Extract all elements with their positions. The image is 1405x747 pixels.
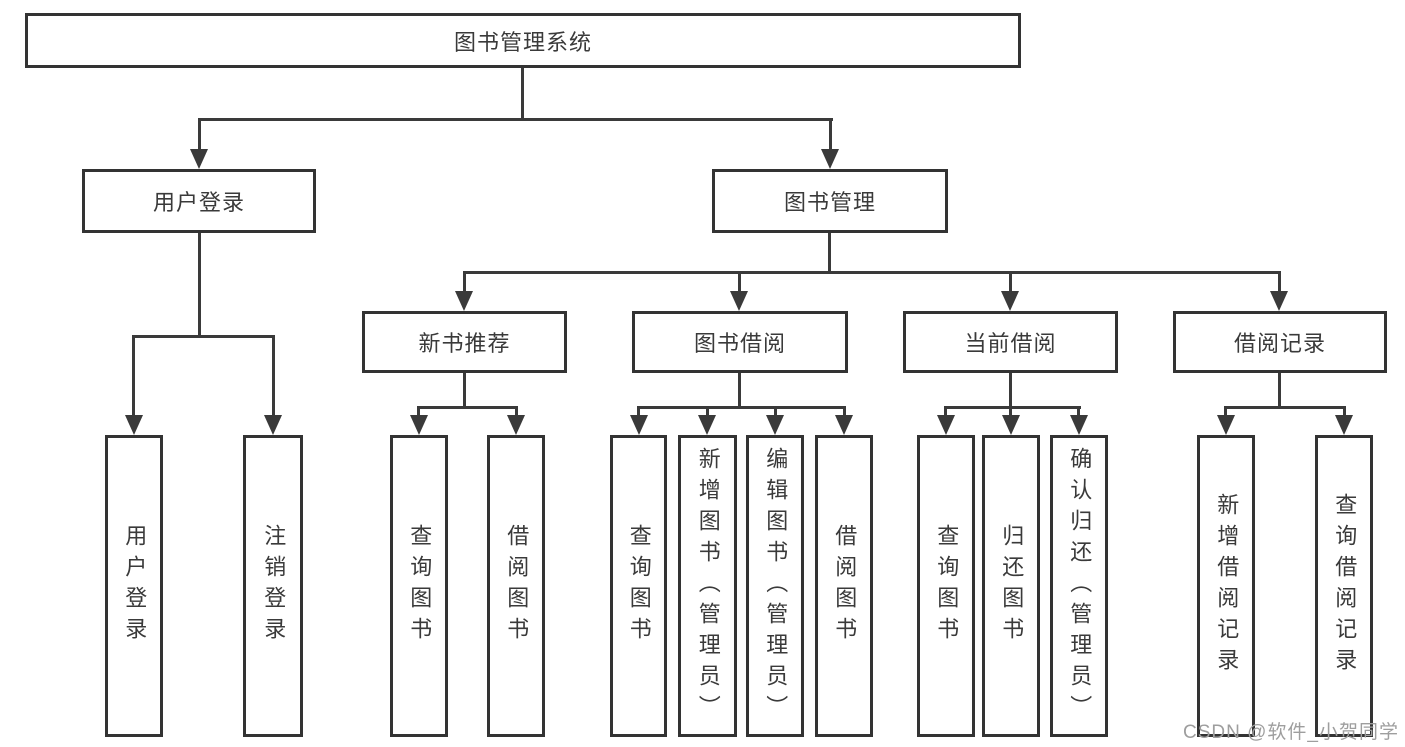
leaf-label: 用户登录 [122,524,148,648]
leaf-return-books: 归还图书 [982,435,1040,737]
leaf-label: 查询图书 [626,524,652,648]
leaf-label: 借阅图书 [504,524,530,648]
connector-drop [463,271,466,293]
leaf-add-books-admin: 新增图书（管理员） [678,435,737,737]
connector-stem [738,373,741,409]
arrowhead-down-icon [630,415,648,435]
leaf-query-books-borrowing: 查询图书 [610,435,667,737]
node-book-management: 图书管理 [712,169,948,233]
arrowhead-down-icon [125,415,143,435]
leaf-label: 查询图书 [934,524,960,648]
node-label: 图书管理 [783,190,876,215]
leaf-logout: 注销登录 [243,435,303,737]
csdn-watermark: CSDN @软件_小贺同学 [1183,722,1399,743]
arrowhead-down-icon [1001,291,1019,311]
connector-bar [637,406,846,409]
connector-drop [132,335,135,417]
node-label: 用户登录 [152,190,245,215]
arrowhead-down-icon [730,291,748,311]
connector-bar [417,406,518,409]
connector-book-mgmt-stem [828,233,831,274]
arrowhead-down-icon [937,415,955,435]
node-library-management-system: 图书管理系统 [25,13,1021,68]
leaf-borrow-books-recommend: 借阅图书 [487,435,545,737]
node-label: 当前借阅 [964,331,1057,356]
leaf-query-books-recommend: 查询图书 [390,435,448,737]
node-label: 借阅记录 [1233,331,1326,356]
leaf-query-borrow-record: 查询借阅记录 [1315,435,1373,737]
leaf-label: 查询图书 [407,524,433,648]
connector-drop [1009,271,1012,293]
leaf-label: 查询借阅记录 [1332,493,1358,679]
node-borrowing-records: 借阅记录 [1173,311,1387,373]
connector-drop [944,406,947,418]
arrowhead-down-icon [1335,415,1353,435]
leaf-confirm-return-admin: 确认归还（管理员） [1050,435,1108,737]
connector-drop [843,406,846,418]
connector-user-login-bar [132,335,275,338]
connector-drop [1077,406,1080,418]
leaf-label: 归还图书 [999,524,1025,648]
arrowhead-down-icon [1002,415,1020,435]
leaf-label: 新增图书（管理员） [695,446,721,726]
connector-level2-bar [198,118,833,121]
node-label: 图书借阅 [693,331,786,356]
node-label: 新书推荐 [418,331,511,356]
arrowhead-down-icon [410,415,428,435]
leaf-user-login: 用户登录 [105,435,163,737]
arrowhead-down-icon [455,291,473,311]
connector-user-login-stem [198,233,201,338]
arrowhead-down-icon [1070,415,1088,435]
node-user-login: 用户登录 [82,169,316,233]
arrowhead-down-icon [507,415,525,435]
arrowhead-down-icon [264,415,282,435]
connector-book-mgmt-drop [829,118,832,152]
leaf-label: 确认归还（管理员） [1067,446,1093,726]
arrowhead-down-icon [835,415,853,435]
node-label: 图书管理系统 [453,29,592,55]
connector-stem [1009,373,1012,409]
leaf-label: 注销登录 [261,524,287,648]
arrowhead-down-icon [190,149,208,169]
arrowhead-down-icon [1217,415,1235,435]
connector-level3-bar [463,271,1281,274]
connector-drop [272,335,275,417]
connector-drop [1009,406,1012,418]
arrowhead-down-icon [766,415,784,435]
connector-drop [706,406,709,418]
connector-root-stem [521,68,524,121]
connector-drop [1224,406,1227,418]
node-current-borrowing: 当前借阅 [903,311,1118,373]
arrowhead-down-icon [698,415,716,435]
connector-bar [1224,406,1346,409]
connector-stem [463,373,466,409]
node-book-borrowing: 图书借阅 [632,311,848,373]
leaf-add-borrow-record: 新增借阅记录 [1197,435,1255,737]
connector-user-login-drop [198,118,201,152]
node-new-book-recommendation: 新书推荐 [362,311,567,373]
connector-drop [774,406,777,418]
connector-drop [417,406,420,418]
leaf-query-books-current: 查询图书 [917,435,975,737]
connector-drop [515,406,518,418]
connector-stem [1278,373,1281,409]
arrowhead-down-icon [821,149,839,169]
connector-bar [944,406,1081,409]
leaf-label: 编辑图书（管理员） [763,446,789,726]
connector-drop [1343,406,1346,418]
connector-drop [738,271,741,293]
connector-drop [1278,271,1281,293]
leaf-edit-books-admin: 编辑图书（管理员） [746,435,804,737]
leaf-borrow-books-borrowing: 借阅图书 [815,435,873,737]
connector-drop [637,406,640,418]
leaf-label: 借阅图书 [832,524,858,648]
arrowhead-down-icon [1270,291,1288,311]
leaf-label: 新增借阅记录 [1214,493,1240,679]
